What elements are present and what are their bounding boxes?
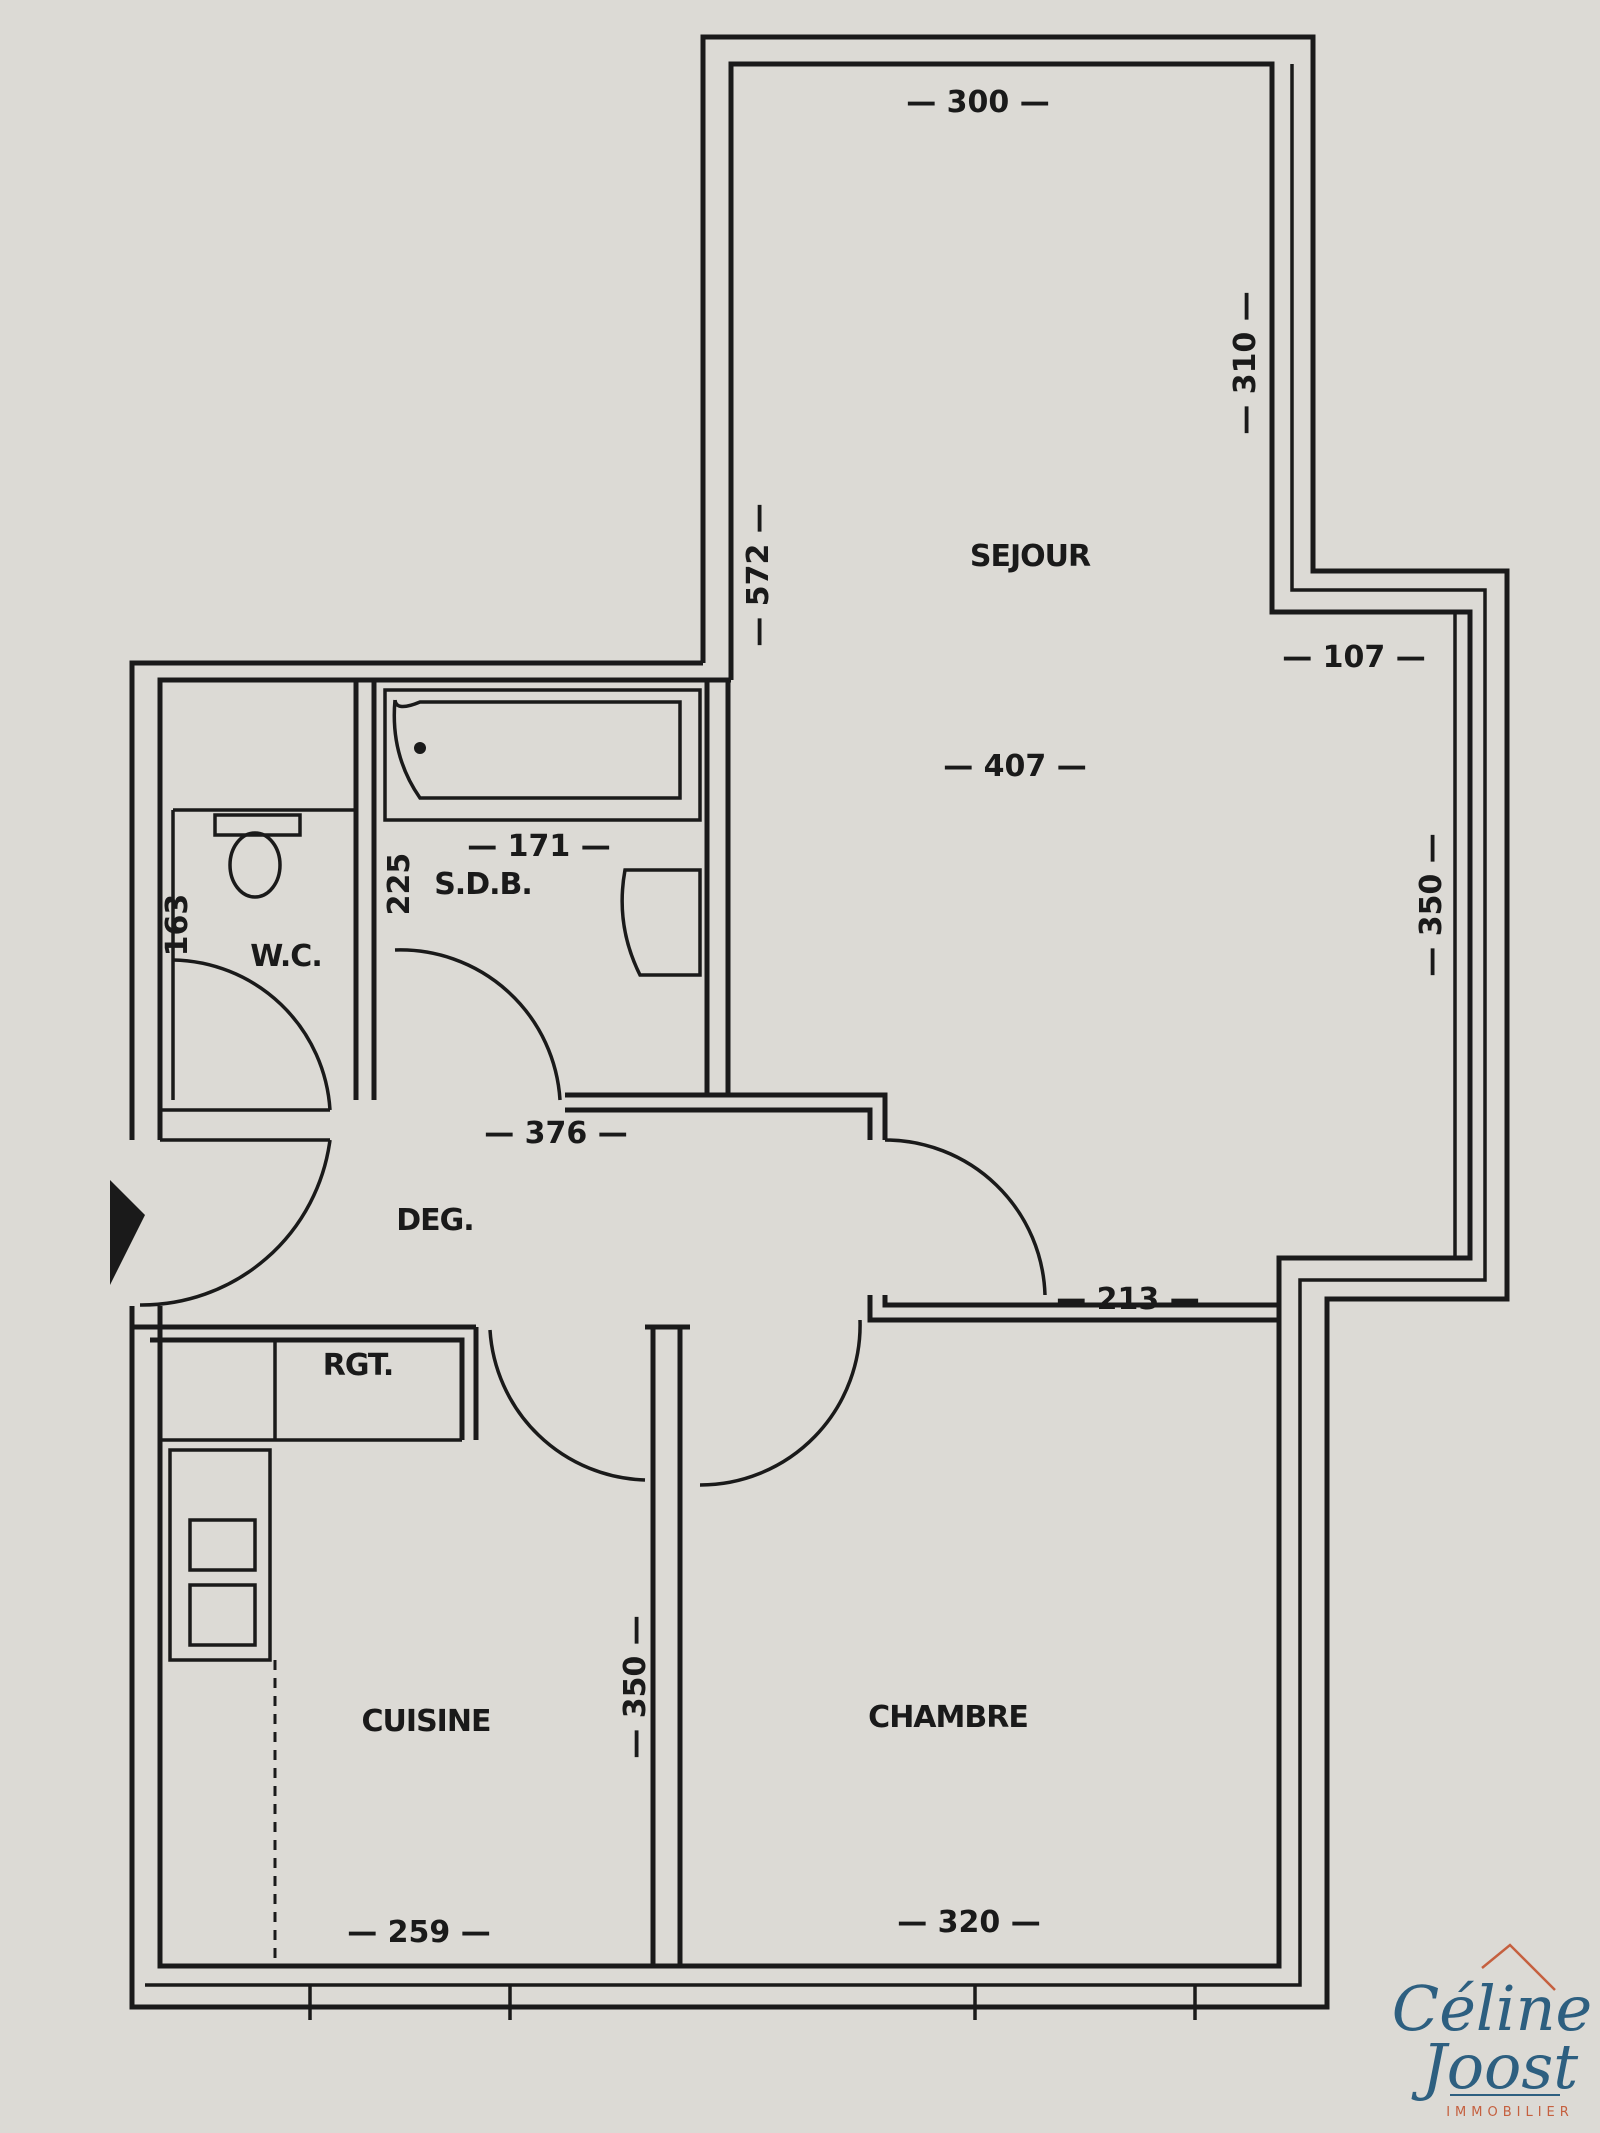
doors [110,948,1047,1487]
interior-walls [132,680,1279,1966]
dim-sejour-top: — 300 — [906,85,1050,120]
dim-wc-depth: 163 [160,894,195,957]
room-wc: W.C. [250,939,321,974]
dim-deg-width: — 376 — [484,1116,628,1151]
logo-line2: Joost [1411,2030,1578,2103]
dim-sejour-width: — 407 — [943,749,1087,784]
dim-sejour-right-lower: — 350 — [1414,833,1449,977]
roof-icon [1481,1943,1556,1991]
exterior-walls [129,34,1510,2020]
room-deg: DEG. [396,1203,473,1238]
dim-cuisine-width: — 259 — [347,1915,491,1950]
dim-sejour-bay: — 107 — [1282,640,1426,675]
room-rgt: RGT. [323,1348,394,1383]
dim-sdb-width: — 171 — [467,829,611,864]
logo-line1: Céline [1392,1972,1592,2045]
entrance-arrow-icon [110,1180,145,1285]
room-chambre: CHAMBRE [868,1700,1028,1735]
room-sdb: S.D.B. [434,867,532,902]
room-sejour: SEJOUR [970,539,1091,574]
dim-chambre-top: — 213 — [1056,1282,1200,1317]
room-labels: SEJOUR S.D.B. W.C. DEG. RGT. CUISINE CHA… [250,539,1092,1739]
agency-logo: Céline Joost IMMOBILIER [1392,1943,1592,2120]
dimension-labels: — 300 — — 310 — — 572 — — 107 — — 407 — … [160,85,1449,1950]
logo-line3: IMMOBILIER [1446,2105,1574,2120]
dim-cuisine-depth: — 350 — [618,1615,653,1759]
dim-chambre-width: — 320 — [897,1905,1041,1940]
dim-sejour-length: — 572 — [741,503,776,647]
dim-sejour-right-upper: — 310 — [1228,291,1263,435]
dim-sdb-depth: 225 [382,853,417,916]
room-cuisine: CUISINE [362,1704,491,1739]
